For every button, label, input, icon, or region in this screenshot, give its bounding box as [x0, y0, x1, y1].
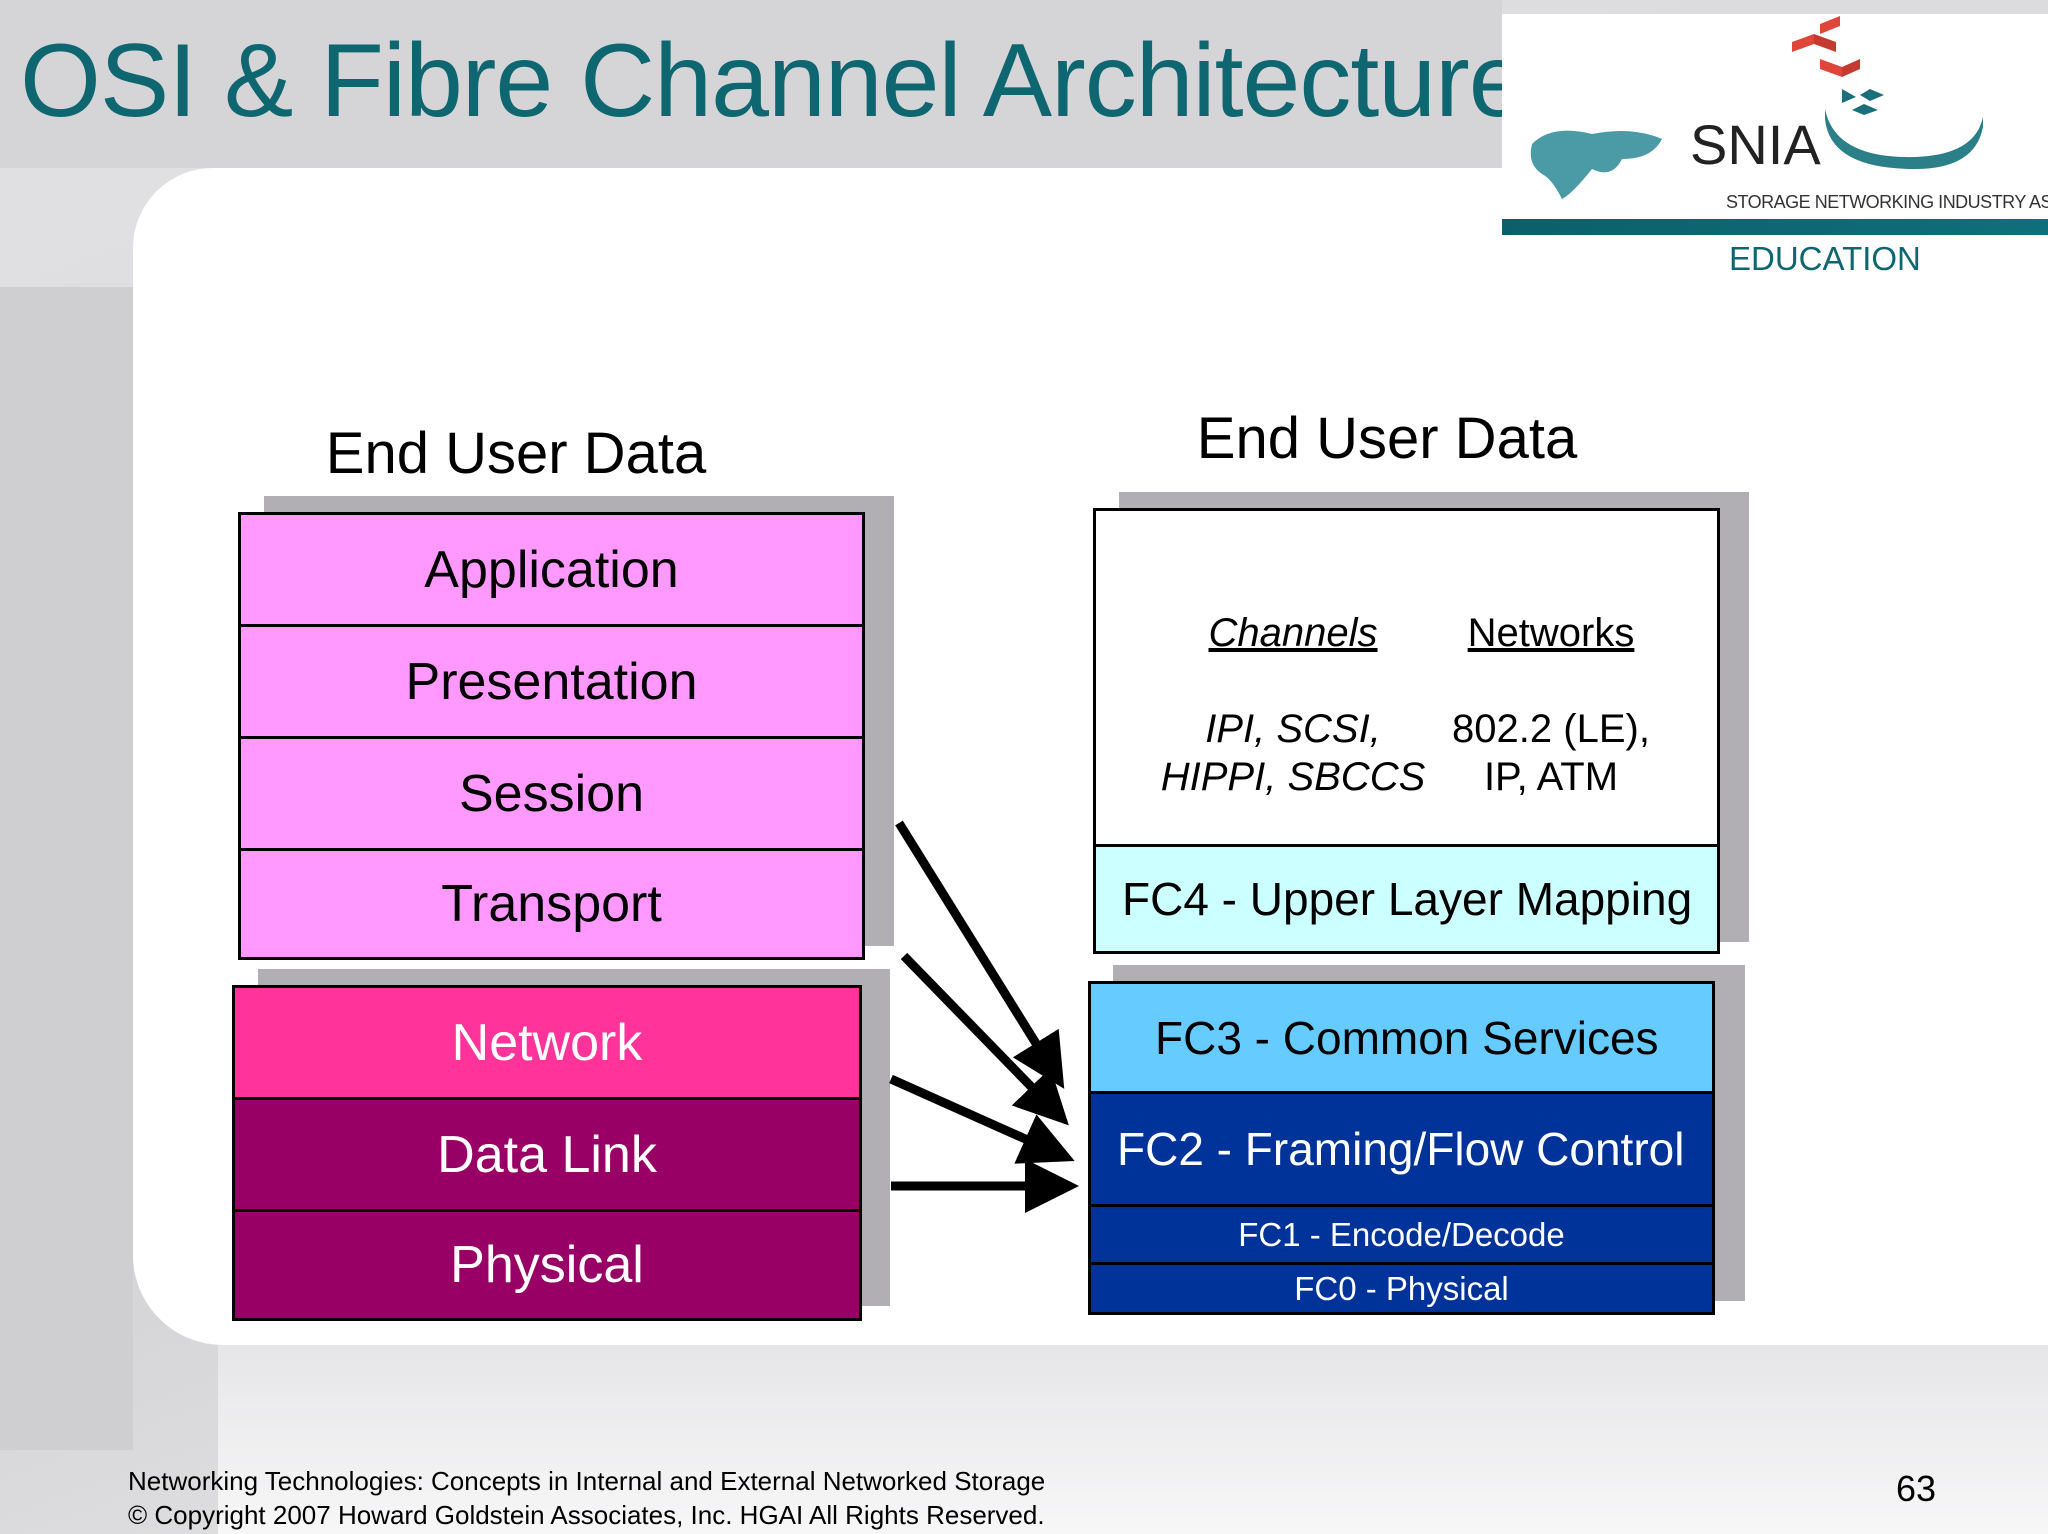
- networks-line-1: 802.2 (LE),: [1452, 707, 1650, 751]
- osi-lower-stack: Network Data Link Physical: [232, 985, 862, 1321]
- arrow-network-to-fc: [900, 952, 1069, 1126]
- layer-label: FC4 - Upper Layer Mapping: [1122, 873, 1693, 925]
- arrow-datalink-to-fc: [889, 1074, 1075, 1164]
- channels-header: Channels: [1208, 611, 1378, 655]
- layer-presentation: Presentation: [238, 624, 865, 739]
- layer-label: Physical: [450, 1236, 644, 1294]
- education-label: EDUCATION: [1729, 240, 1921, 277]
- layer-label: Transport: [441, 875, 662, 933]
- layer-network: Network: [232, 985, 862, 1100]
- layer-fc4: FC4 - Upper Layer Mapping: [1093, 844, 1720, 954]
- layer-physical: Physical: [232, 1209, 862, 1321]
- footer-band: [218, 1345, 2048, 1534]
- layer-fc2: FC2 - Framing/Flow Control: [1088, 1091, 1715, 1207]
- logo-wordmark: SNIA: [1690, 113, 1821, 176]
- snia-logo: SNIA STORAGE NETWORKING INDUSTRY ASSOCIA…: [1502, 14, 2048, 218]
- left-strip: [0, 287, 133, 1450]
- layer-fc1: FC1 - Encode/Decode: [1088, 1204, 1715, 1265]
- layer-label: Application: [424, 540, 679, 599]
- title-band: [0, 0, 1502, 168]
- layer-fc0: FC0 - Physical: [1088, 1262, 1715, 1315]
- layer-label: Network: [451, 1013, 643, 1072]
- networks-line-2: IP, ATM: [1483, 755, 1619, 799]
- layer-application: Application: [238, 512, 865, 627]
- layer-fc3: FC3 - Common Services: [1088, 981, 1715, 1094]
- layer-label: Presentation: [405, 652, 698, 711]
- osi-upper-stack: Application Presentation Session Transpo…: [238, 512, 865, 960]
- layer-session: Session: [238, 736, 865, 851]
- footer-course-title: Networking Technologies: Concepts in Int…: [128, 1466, 1046, 1496]
- osi-heading: End User Data: [325, 421, 707, 486]
- logo-divider: [1502, 219, 2048, 235]
- layer-label: FC3 - Common Services: [1155, 1011, 1659, 1064]
- channels-line-2: HIPPI, SBCCS: [1160, 755, 1426, 799]
- fc-upper-stack: Channels Networks IPI, SCSI, HIPPI, SBCC…: [1093, 508, 1720, 954]
- snia-logo-graphic: SNIA STORAGE NETWORKING INDUSTRY ASSOCIA…: [1530, 16, 2048, 212]
- page-number: 63: [1896, 1468, 1937, 1509]
- upper-protocols-box: Channels Networks IPI, SCSI, HIPPI, SBCC…: [1093, 508, 1720, 847]
- layer-label: FC0 - Physical: [1294, 1269, 1509, 1307]
- layer-label: FC1 - Encode/Decode: [1238, 1215, 1565, 1253]
- layer-data-link: Data Link: [232, 1097, 862, 1212]
- layer-label: Data Link: [437, 1125, 657, 1184]
- footer-copyright: © Copyright 2007 Howard Goldstein Associ…: [128, 1500, 1045, 1530]
- arrow-upper-to-fc: [895, 820, 1065, 1089]
- svg-text:STORAGE NETWORKING INDUSTRY AS: STORAGE NETWORKING INDUSTRY ASSOCIATION: [1726, 192, 2048, 212]
- layer-label: FC2 - Framing/Flow Control: [1117, 1123, 1685, 1175]
- layer-label: Session: [459, 764, 644, 823]
- networks-header: Networks: [1467, 611, 1635, 655]
- fc-heading: End User Data: [1196, 406, 1578, 471]
- fc-lower-stack: FC3 - Common Services FC2 - Framing/Flow…: [1088, 981, 1715, 1315]
- channels-line-1: IPI, SCSI,: [1205, 707, 1381, 751]
- slide-title: OSI & Fibre Channel Architecture: [20, 23, 1527, 139]
- layer-transport: Transport: [238, 848, 865, 960]
